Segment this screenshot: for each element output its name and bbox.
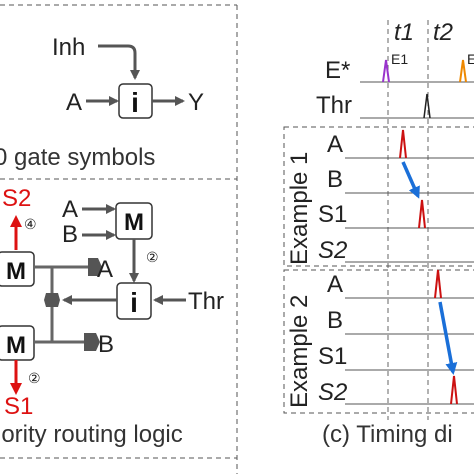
s1-step-number: ② [28, 370, 41, 386]
e-star-label: E* [325, 57, 350, 84]
ex1-a-pulse [399, 129, 407, 159]
ex1-row-b: B [327, 166, 343, 193]
m-block-right-label: M [124, 209, 144, 236]
panel-b-caption: iority routing logic [0, 421, 183, 448]
panel-b: S2 ④ M M ② S1 A B A B M ② i Thr [0, 185, 224, 448]
s2-step-number: ④ [24, 216, 37, 232]
panel-c: t1 t2 E* E1 E Thr Example 1 A B S1 S2 Ex… [283, 19, 474, 448]
e-partial-pulse [459, 59, 467, 83]
a-tap-terminal [88, 258, 102, 276]
mid-step-number: ② [146, 249, 159, 265]
b-tap-terminal [84, 333, 100, 351]
thr-label-b: Thr [188, 288, 224, 315]
example-2-label: Example 2 [286, 295, 313, 408]
inh-label: Inh [52, 34, 85, 61]
thr-pulse [423, 93, 431, 119]
bus-junction [44, 293, 60, 307]
ex2-s2-pulse [450, 375, 458, 405]
example-1-label: Example 1 [286, 152, 313, 265]
ex2-row-a: A [327, 271, 343, 298]
inhibit-gate-glyph: i [131, 87, 139, 118]
ex2-row-s1: S1 [318, 343, 347, 370]
input-a-label: A [66, 89, 82, 116]
m-input-b-label: B [62, 221, 78, 248]
panel-a-caption: 0 gate symbols [0, 144, 155, 171]
e1-label: E1 [391, 51, 408, 67]
m-block-lower-label: M [6, 332, 26, 359]
output-y-label: Y [188, 89, 204, 116]
e1-pulse [382, 59, 390, 83]
ex1-row-s1: S1 [318, 201, 347, 228]
s1-label: S1 [4, 393, 33, 420]
ex2-row-b: B [327, 307, 343, 334]
t2-label: t2 [433, 19, 453, 46]
panel-a: Inh A i Y 0 gate symbols [0, 34, 204, 171]
ex2-routing-arrow [438, 301, 458, 375]
b-tap-label: B [98, 331, 114, 358]
a-tap-label: A [97, 256, 113, 283]
m-input-a-label: A [62, 196, 78, 223]
m-block-upper [0, 251, 35, 287]
panel-c-caption: (c) Timing di [322, 421, 453, 448]
t1-label: t1 [394, 19, 414, 46]
ex1-row-s2: S2 [318, 237, 347, 264]
ex1-s1-pulse [418, 199, 426, 229]
ex1-routing-arrow [401, 161, 420, 199]
inhibit-gate-b-glyph: i [130, 287, 138, 318]
e-partial-label: E [467, 51, 474, 67]
ex2-a-pulse [434, 269, 442, 299]
ex1-row-a: A [327, 131, 343, 158]
s2-label: S2 [2, 185, 31, 212]
example-1-box [283, 126, 474, 267]
panel-borders [0, 4, 238, 474]
m-block-upper-label: M [6, 258, 26, 285]
ex2-row-s2: S2 [318, 379, 347, 406]
example-2-box [283, 269, 474, 414]
inh-wire [98, 44, 140, 80]
thr-label-c: Thr [316, 92, 352, 119]
